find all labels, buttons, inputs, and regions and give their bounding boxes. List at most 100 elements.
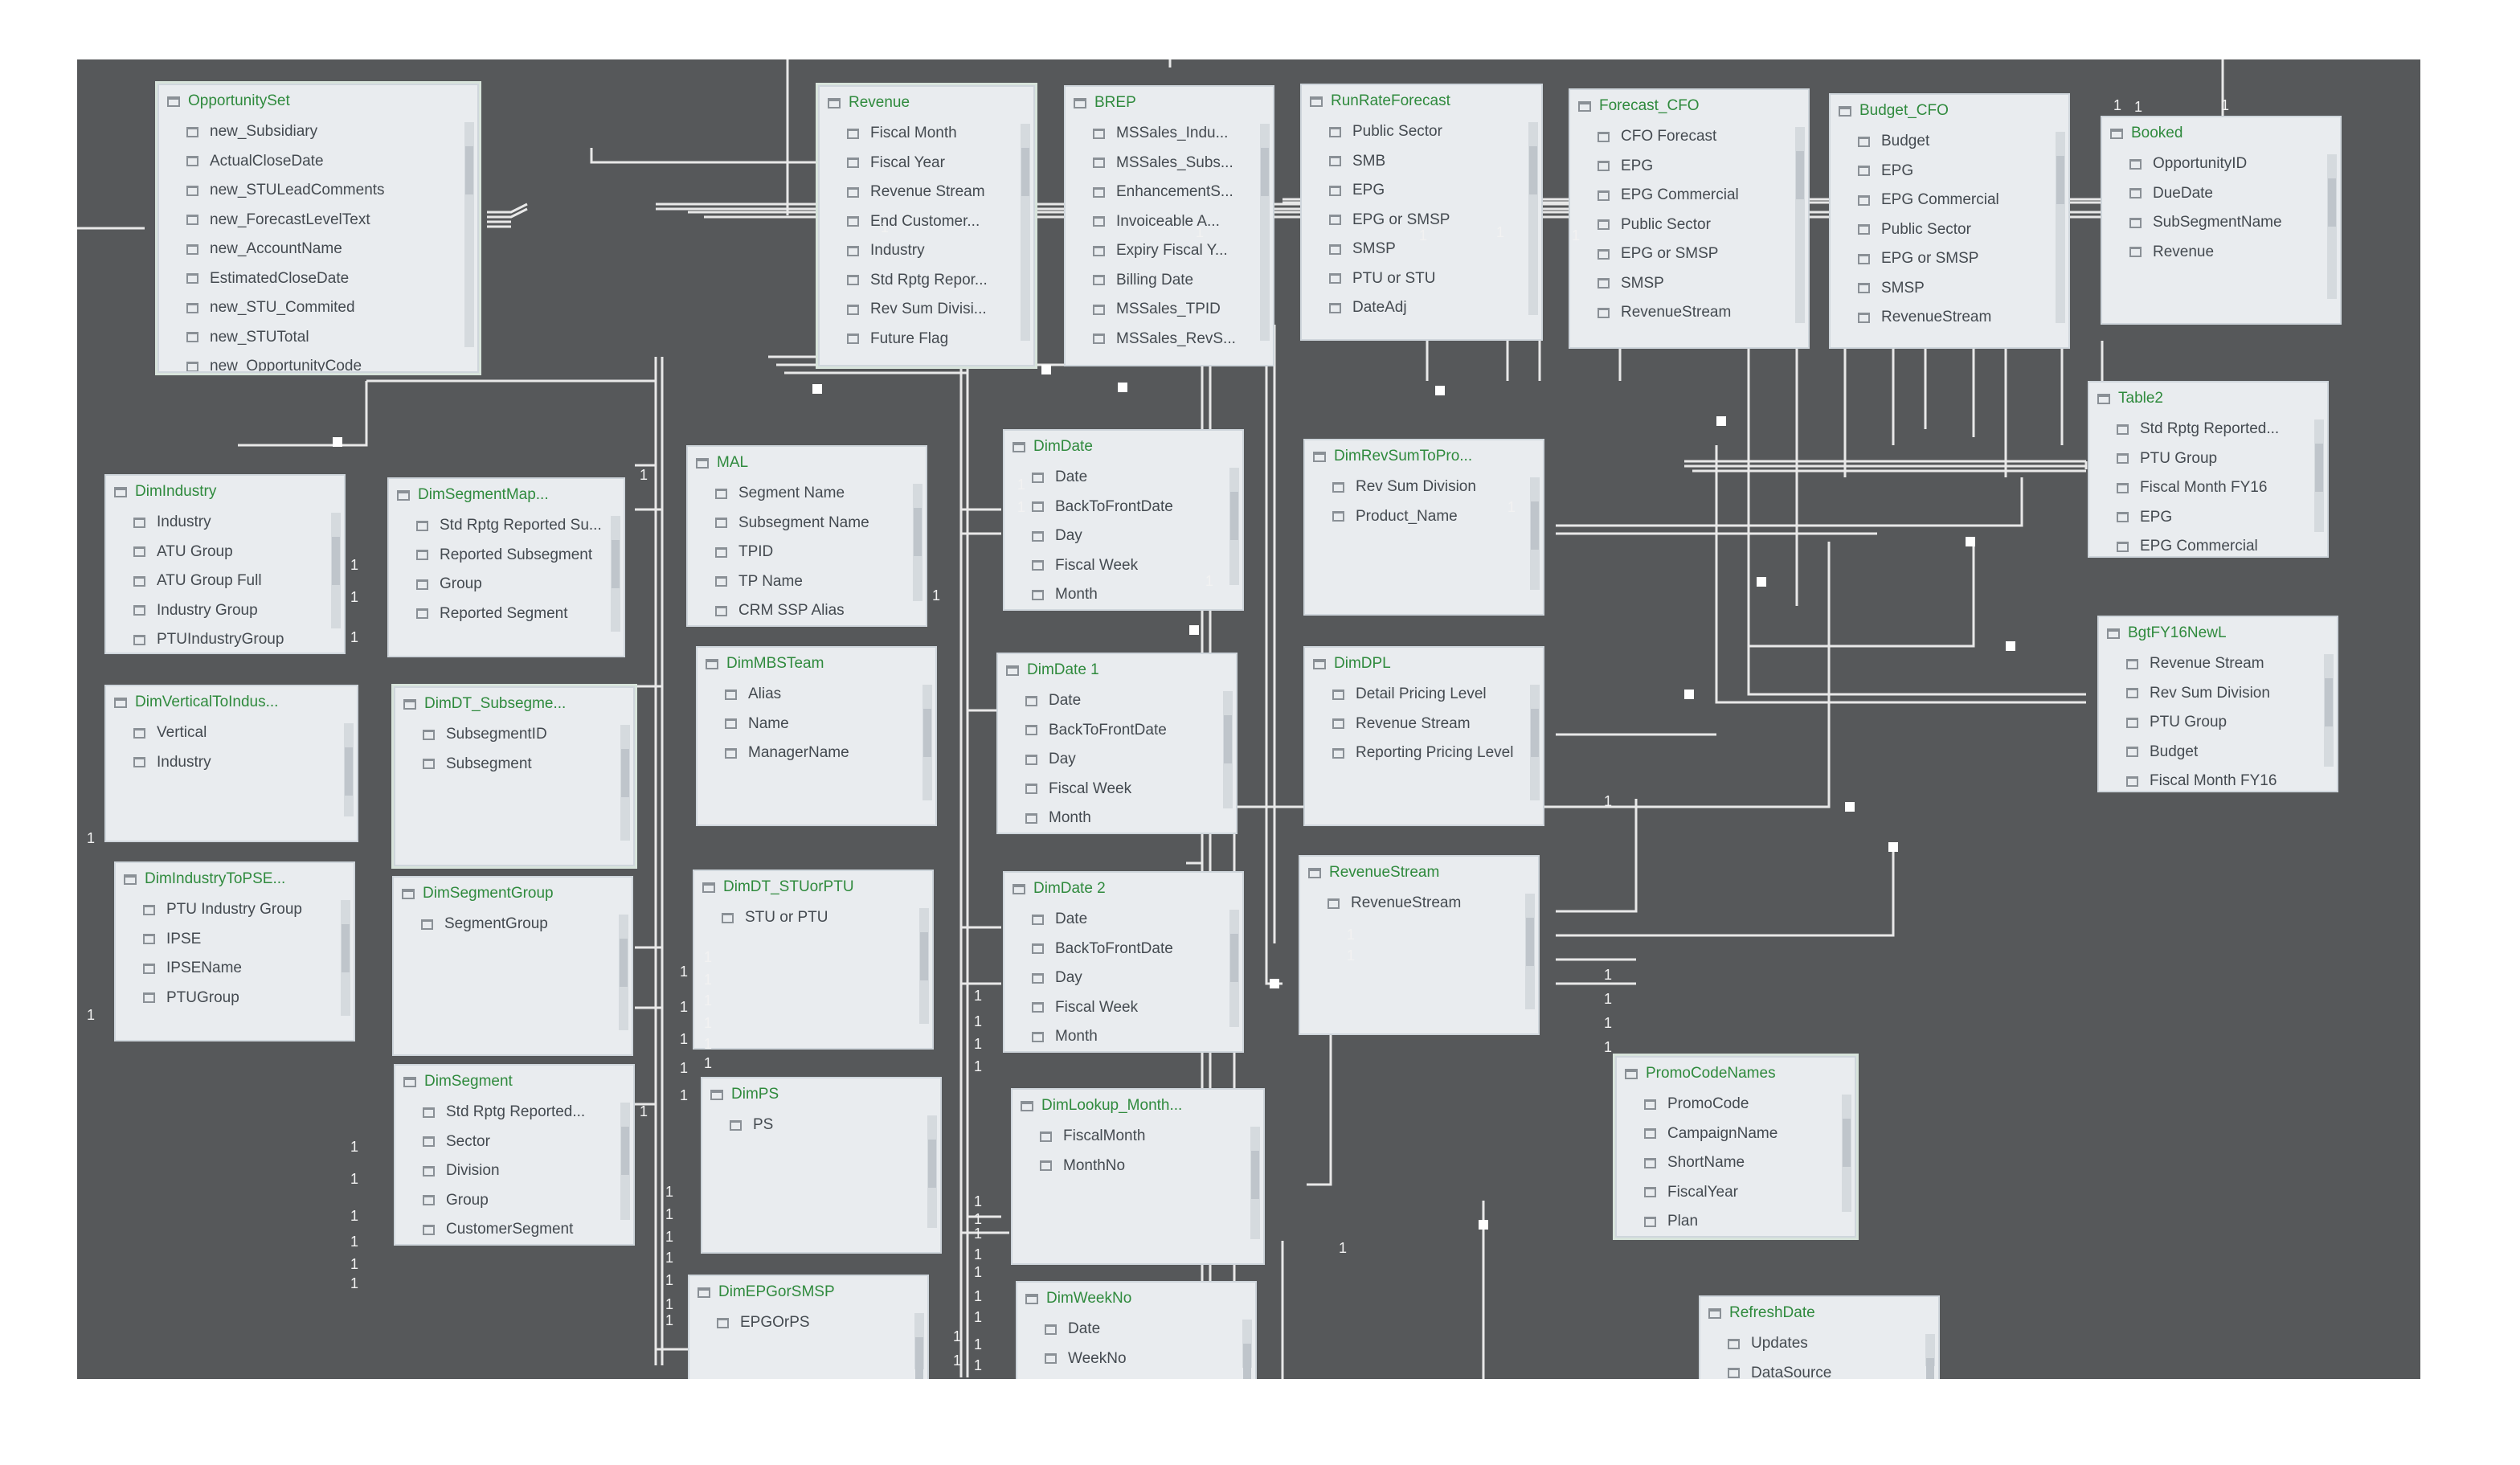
field-item[interactable]: PromoCode <box>1617 1090 1855 1119</box>
field-item[interactable]: Detail Pricing Level <box>1305 680 1543 710</box>
table-scrollbar[interactable] <box>2314 419 2324 532</box>
field-item[interactable]: EPG or SMSP <box>1831 244 2068 274</box>
field-item[interactable]: Public Sector <box>1570 211 1808 240</box>
field-item[interactable]: Vertical <box>106 718 357 748</box>
field-item[interactable]: ShortName <box>1617 1148 1855 1178</box>
table-header[interactable]: DimDate 1 <box>998 654 1236 686</box>
table-scrollbar[interactable] <box>922 685 932 800</box>
table-scrollbar[interactable] <box>913 484 922 601</box>
field-item[interactable]: Revenue <box>2102 238 2340 268</box>
field-item[interactable]: Group <box>395 1186 633 1216</box>
field-item[interactable]: PTU Group <box>2099 708 2337 738</box>
table-header[interactable]: DimMBSTeam <box>698 648 935 680</box>
field-item[interactable]: BackToFrontDate <box>998 716 1236 746</box>
field-item[interactable]: Invoiceable A... <box>1066 207 1273 237</box>
field-item[interactable]: Subsegment Name <box>688 509 926 538</box>
field-item[interactable]: PS <box>702 1111 940 1140</box>
field-item[interactable]: EstimatedCloseDate <box>159 264 477 294</box>
table-scrollbar[interactable] <box>1242 1320 1252 1379</box>
field-item[interactable]: IPSE <box>116 925 354 955</box>
table-scrollbar[interactable] <box>1223 691 1233 808</box>
table-header[interactable]: RefreshDate <box>1700 1297 1938 1329</box>
field-item[interactable]: Division <box>395 1156 633 1186</box>
field-item[interactable]: Fiscal Year <box>820 149 1033 178</box>
field-item[interactable]: PTUIndustryGroup <box>106 625 344 653</box>
field-item[interactable]: Alias <box>698 680 935 710</box>
field-item[interactable]: Month <box>1004 580 1242 609</box>
table-header[interactable]: DimDT_STUorPTU <box>694 871 932 903</box>
field-item[interactable]: Billing Date <box>1066 266 1273 296</box>
field-item[interactable]: Rev Sum Division <box>1305 473 1543 502</box>
field-item[interactable]: Revenue Stream <box>820 178 1033 207</box>
field-item[interactable]: Industry Group <box>106 596 344 626</box>
field-item[interactable]: new_Subsidiary <box>159 117 477 147</box>
field-item[interactable]: new_STUTotal <box>159 323 477 353</box>
table-header[interactable]: RunRateForecast <box>1302 85 1541 117</box>
field-item[interactable]: DateAdj <box>1302 293 1541 323</box>
field-item[interactable]: Rev Sum Division <box>2099 679 2337 709</box>
field-item[interactable]: FiscalMonth <box>1012 1122 1263 1152</box>
table-header[interactable]: DimSegment <box>395 1066 633 1098</box>
field-item[interactable]: Fiscal Week <box>1004 551 1242 581</box>
field-item[interactable]: ManagerName <box>698 739 935 768</box>
field-item[interactable]: EPG <box>1570 152 1808 182</box>
scrollbar-thumb[interactable] <box>923 709 931 757</box>
field-item[interactable]: Future Flag <box>820 325 1033 354</box>
field-item[interactable]: EnhancementS... <box>1066 178 1273 207</box>
field-item[interactable]: MonthNo <box>1012 1152 1263 1181</box>
field-item[interactable]: DueDate <box>2102 179 2340 209</box>
table-scrollbar[interactable] <box>1530 477 1540 590</box>
field-item[interactable]: Budget <box>2099 738 2337 767</box>
table-scrollbar[interactable] <box>1525 894 1535 1009</box>
scrollbar-thumb[interactable] <box>1926 1358 1934 1379</box>
scrollbar-thumb[interactable] <box>332 537 340 585</box>
field-item[interactable]: Day <box>998 745 1236 775</box>
scrollbar-thumb[interactable] <box>1230 492 1238 540</box>
field-item[interactable]: SubsegmentID <box>395 720 633 750</box>
table-scrollbar[interactable] <box>914 1313 924 1379</box>
field-item[interactable]: Revenue Stream <box>2099 649 2337 679</box>
field-item[interactable]: Industry <box>106 748 357 778</box>
table-header[interactable]: RevenueStream <box>1300 857 1538 889</box>
field-item[interactable]: Std Rptg Repor... <box>820 266 1033 296</box>
table-header[interactable]: DimSegmentMap... <box>389 479 624 511</box>
table-header[interactable]: DimDT_Subsegme... <box>395 688 633 720</box>
scrollbar-thumb[interactable] <box>2315 444 2323 492</box>
table-scrollbar[interactable] <box>919 908 929 1024</box>
table-scrollbar[interactable] <box>1250 1127 1260 1239</box>
field-item[interactable]: Fiscal Month <box>820 119 1033 149</box>
table-header[interactable]: DimEPGorSMSP <box>689 1276 927 1308</box>
field-item[interactable]: SMSP <box>1831 274 2068 304</box>
field-item[interactable]: SMB <box>1302 147 1541 177</box>
table-scrollbar[interactable] <box>1021 124 1030 341</box>
field-item[interactable]: new_STU_Commited <box>159 293 477 323</box>
field-item[interactable]: Sector <box>395 1127 633 1157</box>
field-item[interactable]: Rev Sum Divisi... <box>820 295 1033 325</box>
field-item[interactable]: WeekNo <box>1017 1344 1255 1374</box>
table-header[interactable]: DimSegmentGroup <box>394 878 632 910</box>
field-item[interactable]: Reporting Pricing Level <box>1305 739 1543 768</box>
field-item[interactable]: PTU Group <box>2089 444 2327 474</box>
table-header[interactable]: DimDate 2 <box>1004 873 1242 905</box>
table-scrollbar[interactable] <box>1925 1334 1935 1379</box>
field-item[interactable]: IPSEName <box>116 954 354 984</box>
table-scrollbar[interactable] <box>2056 132 2065 323</box>
field-item[interactable]: Revenue Stream <box>1305 710 1543 739</box>
scrollbar-thumb[interactable] <box>2056 156 2064 204</box>
field-item[interactable]: EPG Commercial <box>1831 186 2068 215</box>
table-header[interactable]: DimIndustryToPSE... <box>116 863 354 895</box>
